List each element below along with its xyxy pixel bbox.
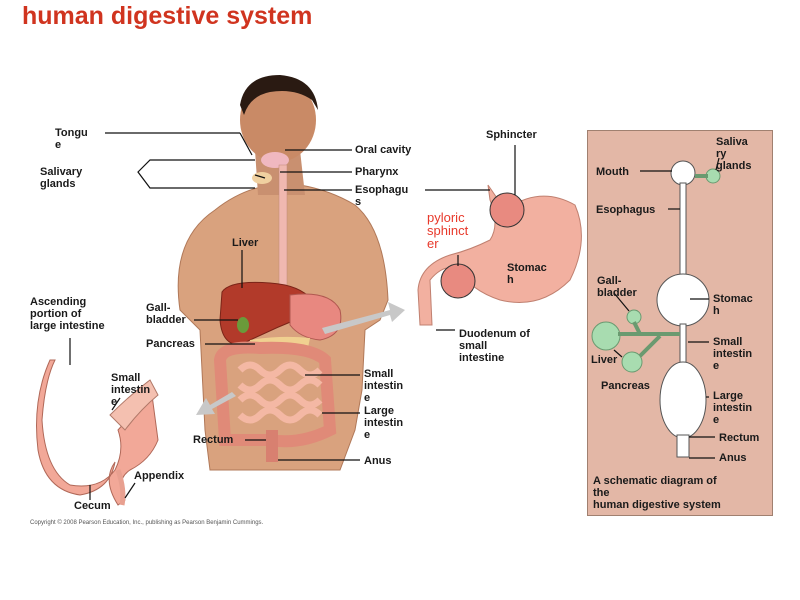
label-ascending-large-intestine: Ascending portion of large intestine: [30, 296, 105, 332]
schematic-label-rectum: Rectum: [719, 432, 760, 444]
hair: [240, 75, 318, 115]
schematic-stomach: [656, 273, 710, 327]
gallbladder-shape: [237, 317, 249, 333]
label-pharynx: Pharynx: [355, 166, 399, 178]
schematic-rectum: [676, 434, 690, 458]
page-title: human digestive system: [22, 2, 313, 30]
label-esophagus: Esophagu s: [355, 184, 409, 208]
label-appendix: Appendix: [134, 470, 185, 482]
schematic-label-esophagus: Esophagus: [596, 204, 656, 216]
schematic-mouth: [670, 160, 696, 186]
label-oral-cavity: Oral cavity: [355, 144, 412, 156]
label-stomach: Stomac h: [507, 262, 547, 286]
label-small-intestine: Small intestin e: [364, 368, 404, 404]
leader-lines: [69, 132, 516, 500]
schematic-label-mouth: Mouth: [596, 166, 629, 178]
schematic-label-salivary-glands: Saliva ry glands: [716, 136, 752, 172]
label-salivary-glands: Salivary glands: [40, 166, 83, 190]
schematic-liver: [591, 321, 621, 351]
schematic-label-liver: Liver: [591, 354, 618, 366]
schematic-gallbladder: [626, 309, 642, 325]
schematic-label-pancreas: Pancreas: [601, 380, 650, 392]
cecum-detail-shape: [36, 359, 159, 506]
label-cecum: Cecum: [74, 500, 111, 512]
arrow-to-cecum-detail: [196, 392, 236, 415]
head: [240, 78, 316, 162]
label-anus: Anus: [364, 455, 392, 467]
label-tongue: Tongu e: [55, 127, 88, 151]
label-large-intestine: Large intestin e: [364, 405, 404, 441]
appendix-shape: [115, 469, 126, 506]
label-sphincter: Sphincter: [486, 129, 537, 141]
label-pyloric-sphincter: pyloric sphinct er: [427, 210, 469, 251]
schematic-large-intestine: [659, 361, 707, 439]
schematic-label-small-intestine: Small intestin e: [713, 336, 753, 372]
label-inset-small-intestine: Small intestin e: [111, 372, 151, 408]
small-intestine-coils: [237, 361, 323, 424]
schematic-caption: A schematic diagram of the human digesti…: [593, 475, 721, 511]
schematic-esophagus: [679, 182, 687, 284]
schematic-pancreas: [621, 351, 643, 373]
large-intestine-shape: [213, 341, 337, 448]
schematic-label-stomach: Stomac h: [713, 293, 753, 317]
rectum-shape: [266, 430, 278, 462]
label-gallbladder: Gall- bladder: [146, 302, 186, 326]
schematic-label-large-intestine: Large intestin e: [713, 390, 753, 426]
label-rectum: Rectum: [193, 434, 234, 446]
schematic-label-gallbladder: Gall- bladder: [597, 275, 637, 299]
copyright-notice: Copyright © 2008 Pearson Education, Inc.…: [30, 520, 264, 526]
sphincter-circle: [489, 192, 525, 228]
schematic-label-anus: Anus: [719, 452, 747, 464]
small-intestine-inset-shape: [109, 379, 159, 431]
label-liver: Liver: [232, 237, 259, 249]
label-duodenum: Duodenum of small intestine: [459, 328, 530, 364]
arrow-to-stomach-detail: [322, 302, 405, 334]
label-pancreas: Pancreas: [146, 338, 195, 350]
oral-cavity-shape: [261, 152, 289, 168]
